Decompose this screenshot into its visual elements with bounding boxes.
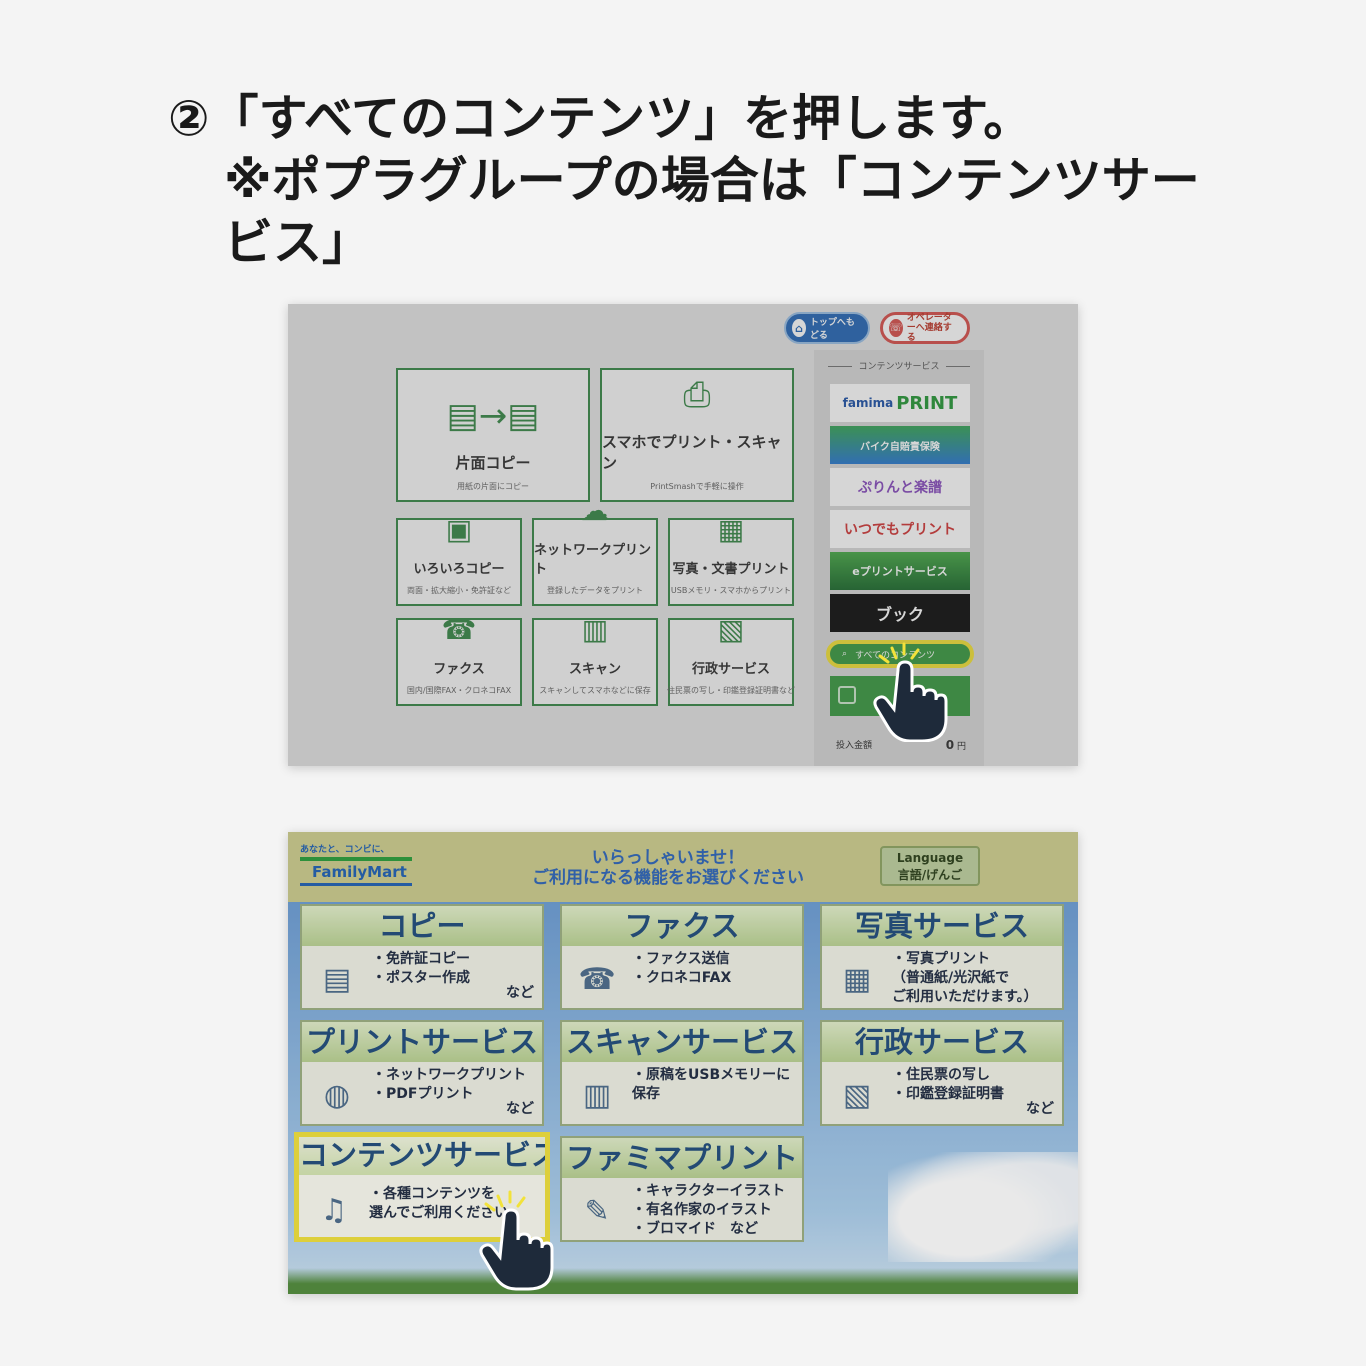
photo-print-icon: ▦ — [717, 513, 745, 546]
func-card-photo-print[interactable]: ▦ 写真・文書プリント USBメモリ・スマホからプリント — [668, 513, 794, 606]
familymart-logo: あなたと、コンビに、 FamilyMart — [300, 842, 420, 886]
func-card-single-copy[interactable]: ▤→▤ 片面コピー 用紙の片面にコピー — [396, 368, 590, 502]
service-fax[interactable]: ファクス ☎ ・ファクス送信・クロネコFAX — [560, 904, 804, 1010]
famima-print-icon: ✎ — [584, 1193, 610, 1229]
smartphone-print-icon: ⎙ — [683, 375, 711, 415]
cloud-decoration — [888, 1152, 1078, 1262]
ground-decoration — [288, 1268, 1078, 1294]
service-contents[interactable]: コンテンツサービス ♫ ・各種コンテンツを選んでご利用ください — [294, 1132, 550, 1242]
service-copy[interactable]: コピー ▤ ・免許証コピー・ポスター作成 など — [300, 904, 544, 1010]
network-print-icon: ☁ — [581, 494, 609, 527]
multi-copy-icon: ▣ — [445, 513, 473, 546]
welcome-message: いらっしゃいませ！ ご利用になる機能をお選びください — [532, 848, 804, 888]
service-government[interactable]: 行政サービス ▧ ・住民票の写し・印鑑登録証明書 など — [820, 1020, 1064, 1126]
copy-icon: ▤→▤ — [446, 396, 540, 436]
content-more-button[interactable] — [830, 676, 970, 716]
fax-icon: ☎ — [578, 961, 616, 997]
instruction-heading: ②「すべてのコンテンツ」を押します。 ※ポプラグループの場合は「コンテンツサービ… — [168, 88, 1228, 274]
banner-e-print-service[interactable]: eプリントサービス — [830, 552, 970, 590]
banner-sheet-music[interactable]: ぷりんと楽譜 — [830, 468, 970, 506]
scan-icon: ▥ — [581, 613, 609, 646]
scan-icon: ▥ — [582, 1077, 612, 1113]
service-scan[interactable]: スキャンサービス ▥ ・原稿をUSBメモリーに保存 — [560, 1020, 804, 1126]
content-header: コンテンツサービス — [828, 362, 970, 372]
instruction-note: ※ポプラグループの場合は「コンテンツサービス」 — [224, 152, 1200, 271]
terminal-screen-2: あなたと、コンビに、 FamilyMart いらっしゃいませ！ ご利用になる機能… — [288, 832, 1078, 1294]
photo-icon: ▦ — [842, 961, 872, 997]
func-card-government[interactable]: ▧ 行政サービス 住民票の写し・印鑑登録証明書など — [667, 613, 795, 706]
grid-icon — [838, 686, 856, 704]
banner-book[interactable]: ブック — [830, 594, 970, 632]
home-button[interactable]: ⌂ トップへもどる — [784, 312, 870, 344]
balance-display: 投入金額 0 円 — [836, 738, 966, 752]
print-icon: ◍ — [323, 1077, 351, 1113]
func-card-fax[interactable]: ☎ ファクス 国内/国際FAX・クロネコFAX — [396, 613, 522, 706]
all-contents-button[interactable]: ⌕ すべてのコンテンツ — [826, 640, 974, 668]
service-photo[interactable]: 写真サービス ▦ ・写真プリント（普通紙/光沢紙でご利用いただけます。） — [820, 904, 1064, 1010]
service-famima-print[interactable]: ファミマプリント ✎ ・キャラクターイラスト・有名作家のイラスト・ブロマイド な… — [560, 1136, 804, 1242]
banner-anytime-print[interactable]: いつでもプリント — [830, 510, 970, 548]
func-card-network-print[interactable]: ☁ ネットワークプリント 登録したデータをプリント — [532, 494, 658, 606]
phone-icon: ☏ — [889, 319, 903, 337]
home-icon: ⌂ — [792, 319, 806, 337]
copy-icon: ▤ — [322, 961, 352, 997]
government-icon: ▧ — [717, 613, 745, 646]
government-icon: ▧ — [842, 1077, 872, 1113]
fax-icon: ☎ — [441, 613, 477, 646]
func-card-scan[interactable]: ▥ スキャン スキャンしてスマホなどに保存 — [532, 613, 658, 706]
instruction-step: ②「すべてのコンテンツ」を押します。 — [168, 90, 1033, 147]
language-button[interactable]: Language 言語/げんご — [880, 846, 980, 886]
func-card-smartphone-print[interactable]: ⎙ スマホでプリント・スキャン PrintSmashで手軽に操作 — [600, 368, 794, 502]
contents-icon: ♫ — [320, 1192, 348, 1228]
service-print[interactable]: プリントサービス ◍ ・ネットワークプリント・PDFプリント など — [300, 1020, 544, 1126]
operator-button[interactable]: ☏ オペレーターへ連絡する — [880, 312, 970, 344]
func-card-various-copy[interactable]: ▣ いろいろコピー 両面・拡大縮小・免許証など — [396, 513, 522, 606]
terminal-screen-1: ⌂ トップへもどる ☏ オペレーターへ連絡する ▤→▤ 片面コピー 用紙の片面に… — [288, 304, 1078, 766]
search-icon: ⌕ — [842, 649, 848, 659]
banner-bike-insurance[interactable]: バイク自賠責保険 — [830, 426, 970, 464]
